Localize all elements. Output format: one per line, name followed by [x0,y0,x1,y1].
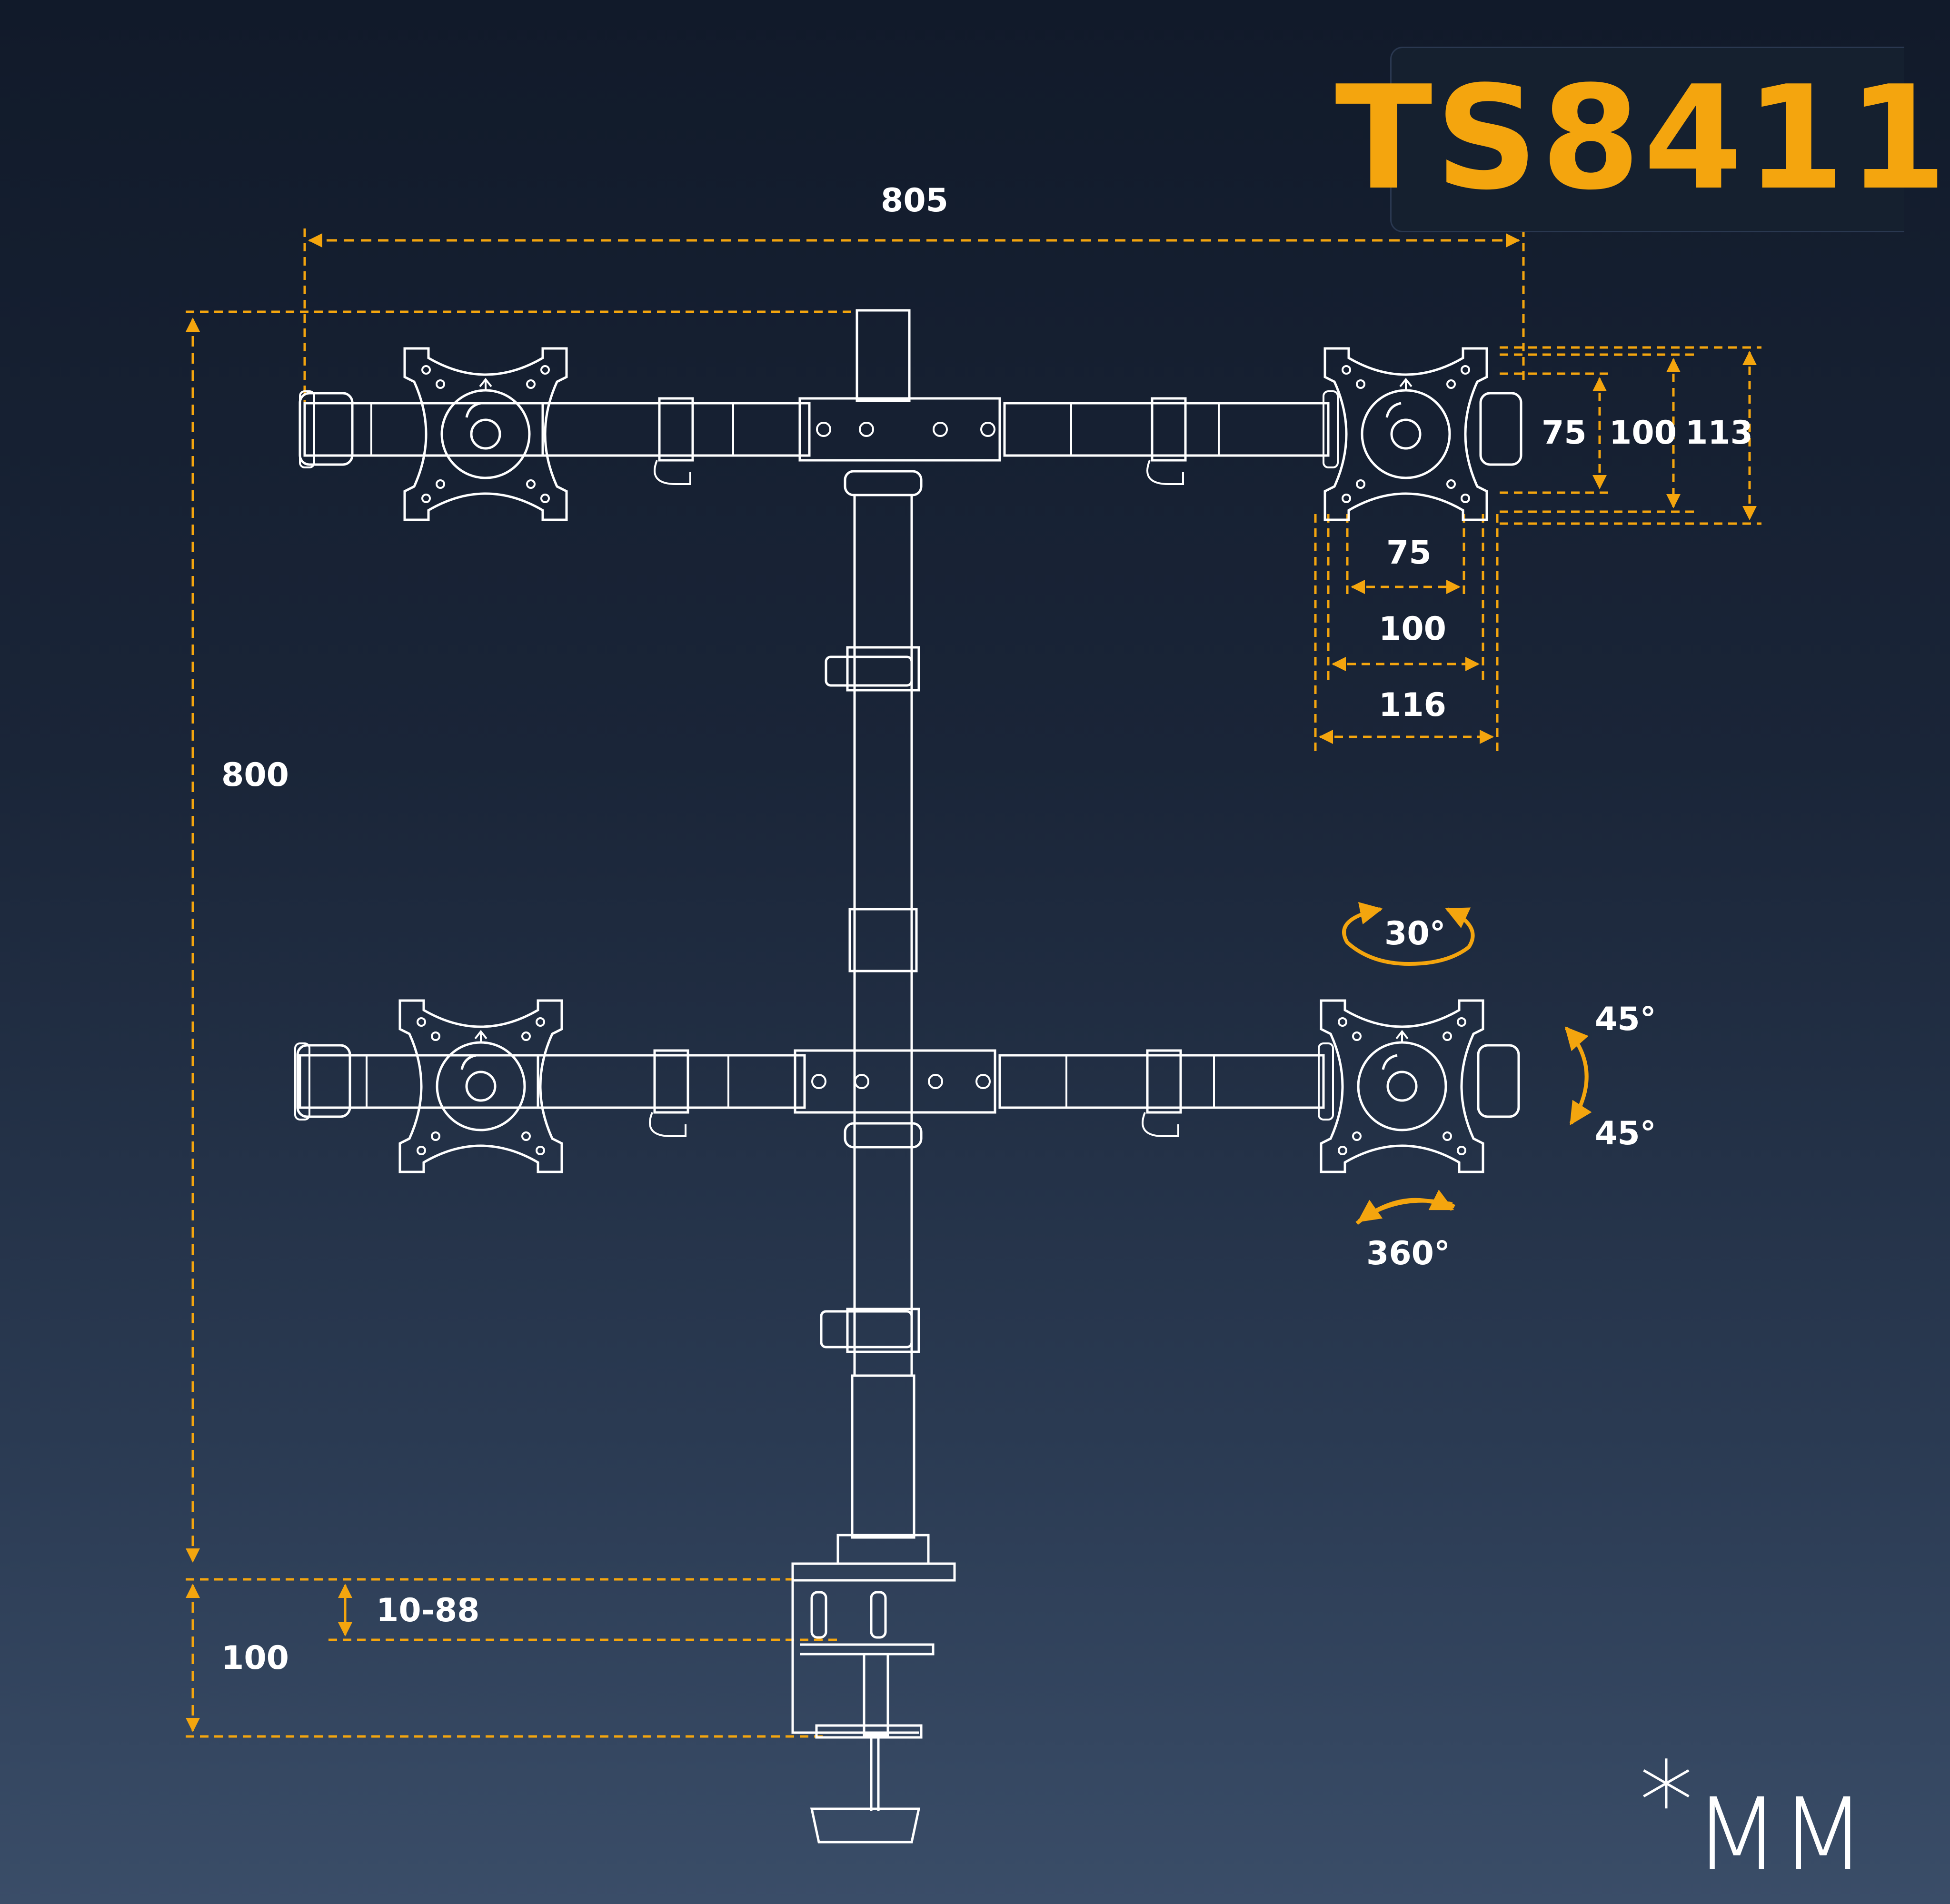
mount-diagram [186,228,1761,1844]
vesa-height-100-label: 100 [1609,414,1677,452]
upper-arm [300,391,1338,484]
tilt-down-angle-label: 45° [1595,1115,1656,1152]
unit-text: MM [1693,1776,1866,1893]
desk-clamp [791,1562,956,1844]
rotation-angle-label: 360° [1366,1235,1450,1272]
rotation-arrows [1344,902,1592,1223]
vesa-width-100-label: 100 [1379,610,1446,648]
vesa-width-75-label: 75 [1386,534,1432,572]
unit-prefix: * [1639,1739,1694,1866]
vesa-height-113-label: 113 [1685,414,1753,452]
clamp-height-label: 100 [221,1639,289,1677]
vesa-height-75-label: 75 [1542,414,1587,452]
end-caps [296,392,1522,1118]
lower-arm [295,1043,1333,1136]
tilt-up-angle-label: 45° [1595,1001,1656,1038]
vesa-width-116-label: 116 [1379,686,1446,724]
clamp-range-label: 10-88 [376,1592,480,1629]
pole [820,309,930,1565]
dimension-lines [186,228,1761,1738]
vesa-plate-bottom-right [1321,1001,1483,1172]
unit-label: *MM [1639,1748,1866,1885]
model-title: TS8411 [1335,55,1950,221]
vesa-plate-top-right [1325,348,1487,520]
height-label: 800 [221,756,289,794]
swivel-angle-label: 30° [1384,915,1446,952]
title-panel [1390,47,1904,232]
width-label: 805 [881,182,948,219]
